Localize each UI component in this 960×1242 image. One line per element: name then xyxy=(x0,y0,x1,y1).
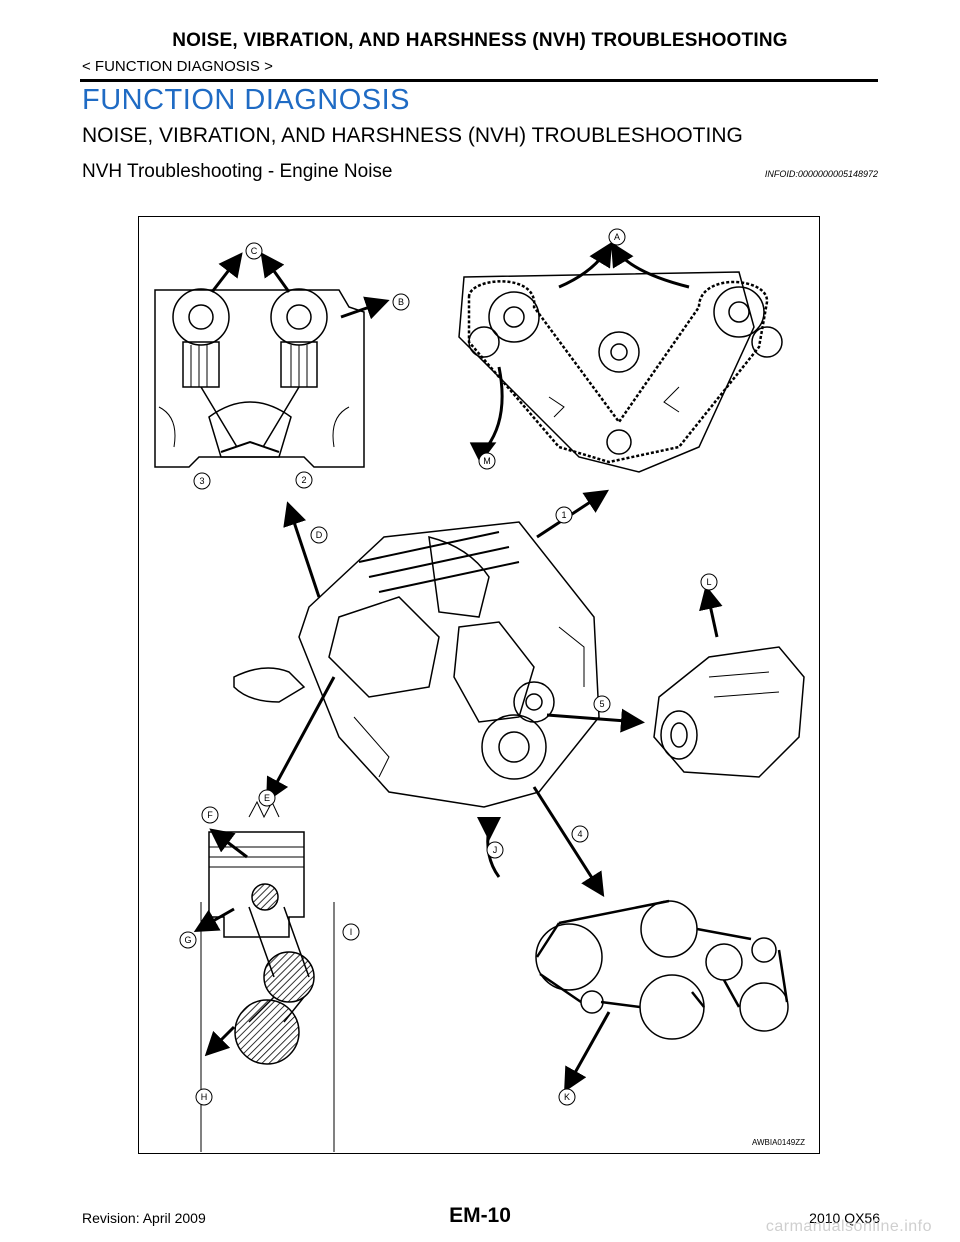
water-pump-housing xyxy=(653,646,805,778)
callout-g: G xyxy=(179,931,197,949)
callout-1: 1 xyxy=(555,506,573,524)
revision-date: Revision: April 2009 xyxy=(82,1210,206,1226)
svg-text:F: F xyxy=(207,810,213,820)
cylinder-head-cutaway xyxy=(154,288,365,468)
svg-text:2: 2 xyxy=(301,475,306,485)
callout-e: E xyxy=(258,789,276,807)
svg-text:5: 5 xyxy=(599,699,604,709)
svg-text:3: 3 xyxy=(199,476,204,486)
callout-2: 2 xyxy=(295,471,313,489)
callout-c: C xyxy=(245,242,263,260)
callout-m: M xyxy=(478,452,496,470)
engine-assembly xyxy=(233,521,600,808)
callout-labels: A B C D E F G H I J K L M 1 2 3 4 5 xyxy=(179,228,718,1106)
watermark: carmanualsonline.info xyxy=(765,1218,932,1235)
callout-h: H xyxy=(195,1088,213,1106)
svg-text:K: K xyxy=(564,1092,570,1102)
drive-belt-layout xyxy=(535,899,789,1040)
svg-text:1: 1 xyxy=(561,510,566,520)
callout-i: I xyxy=(342,923,360,941)
figure-code: AWBIA0149ZZ xyxy=(751,1138,805,1147)
callout-f: F xyxy=(201,806,219,824)
topic-title: NVH Troubleshooting - Engine Noise xyxy=(82,161,393,182)
callout-arrows xyxy=(193,241,723,1093)
callout-a: A xyxy=(608,228,626,246)
callout-k: K xyxy=(558,1088,576,1106)
section-title: FUNCTION DIAGNOSIS xyxy=(82,84,411,116)
svg-text:L: L xyxy=(706,577,711,587)
svg-text:4: 4 xyxy=(577,829,582,839)
callout-4: 4 xyxy=(571,825,589,843)
page-number: EM-10 xyxy=(449,1204,511,1227)
svg-text:M: M xyxy=(483,456,491,466)
diagram-drawing: A B C D E F G H I J K L M 1 2 3 4 5 xyxy=(154,228,805,1152)
breadcrumb: < FUNCTION DIAGNOSIS > xyxy=(82,58,273,75)
piston-and-rod xyxy=(200,800,335,1152)
engine-noise-diagram: A B C D E F G H I J K L M 1 2 3 4 5 AWBI… xyxy=(138,216,820,1154)
svg-text:H: H xyxy=(201,1092,208,1102)
svg-text:C: C xyxy=(251,246,258,256)
svg-text:G: G xyxy=(184,935,191,945)
callout-b: B xyxy=(392,293,410,311)
svg-text:B: B xyxy=(398,297,404,307)
info-id: INFOID:0000000005148972 xyxy=(764,169,878,179)
svg-text:E: E xyxy=(264,793,270,803)
model-year: 2010 QX56 xyxy=(809,1210,880,1226)
callout-d: D xyxy=(310,526,328,544)
svg-text:A: A xyxy=(614,232,620,242)
svg-text:J: J xyxy=(493,845,498,855)
timing-chain-assembly xyxy=(458,271,783,473)
callout-3: 3 xyxy=(193,472,211,490)
subsection-title: NOISE, VIBRATION, AND HARSHNESS (NVH) TR… xyxy=(82,124,743,147)
callout-j: J xyxy=(486,841,504,859)
callout-l: L xyxy=(700,573,718,591)
header-divider xyxy=(80,79,878,82)
callout-5: 5 xyxy=(593,695,611,713)
svg-text:D: D xyxy=(316,530,323,540)
svg-text:I: I xyxy=(350,927,353,937)
page-header-title: NOISE, VIBRATION, AND HARSHNESS (NVH) TR… xyxy=(172,30,788,51)
